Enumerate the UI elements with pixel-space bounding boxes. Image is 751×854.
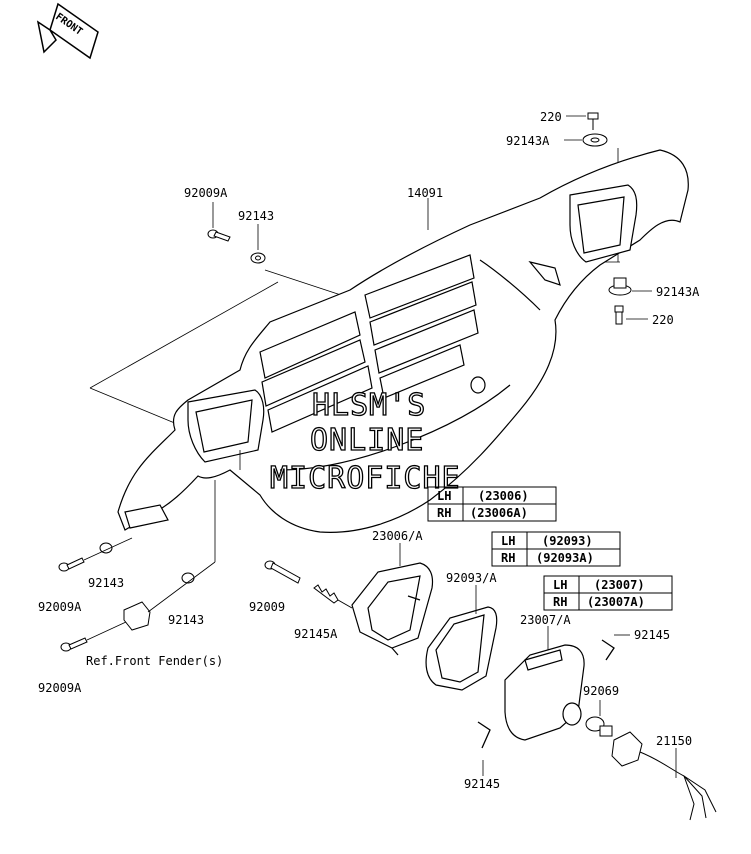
table1-row2-part: (23006A) [470, 506, 528, 520]
callout-21150: 21150 [656, 734, 692, 748]
callout-14091: 14091 [407, 186, 443, 200]
table3-row1-side: LH [553, 578, 567, 592]
lhrh-table-3 [543, 575, 673, 611]
callout-23007A: 23007/A [520, 613, 571, 627]
cowling-14091 [117, 149, 689, 533]
callout-92009: 92009 [249, 600, 285, 614]
watermark-line-2: ONLINE [310, 423, 424, 458]
table3-row2-side: RH [553, 595, 567, 609]
callout-220-top: 220 [540, 110, 562, 124]
lamp-unit-23007A [504, 644, 585, 741]
callout-23006A: 23006/A [372, 529, 423, 543]
socket-21150 [611, 731, 717, 821]
table1-row1-side: LH [437, 489, 451, 503]
callout-92143A-top: 92143A [506, 134, 550, 148]
bulb-92069 [585, 716, 613, 737]
table2-row1-side: LH [501, 534, 515, 548]
left-leader-lines [83, 450, 241, 641]
bolt-220-top [587, 112, 599, 130]
washer-92143-top [250, 252, 266, 264]
washer-92143A-right [608, 277, 632, 296]
callout-92093A: 92093/A [446, 571, 497, 585]
callout-92145A: 92145A [294, 627, 338, 641]
table3-row1-part: (23007) [594, 578, 645, 592]
callout-ref-front-fender: Ref.Front Fender(s) [86, 654, 223, 668]
screw-92009A-low [60, 637, 88, 652]
watermark-line-3: MICROFICHE [270, 461, 461, 496]
table3-row2-part: (23007A) [587, 595, 645, 609]
callout-92009A-mid: 92009A [38, 600, 82, 614]
clip-92145-bottom [477, 721, 491, 749]
callout-leaders [212, 115, 677, 778]
callout-92143-top: 92143 [238, 209, 274, 223]
table2-row2-part: (92093A) [536, 551, 594, 565]
clip-92145-right [601, 639, 615, 661]
lhrh-table-2 [491, 531, 621, 567]
table2-row2-side: RH [501, 551, 515, 565]
callout-92069: 92069 [583, 684, 619, 698]
screw-92009 [264, 560, 301, 584]
callout-labels: 220 92143A 14091 92009A 92143 92143A 220… [38, 110, 700, 791]
screw-92009A-mid [58, 557, 85, 572]
table2-row1-part: (92093) [542, 534, 593, 548]
bolt-220-right [614, 305, 624, 325]
lens-92093A [425, 606, 498, 691]
callout-92145-bottom: 92145 [464, 777, 500, 791]
rim-23006A [351, 562, 434, 656]
washer-92143A-top [582, 133, 608, 147]
callout-92009A-top: 92009A [184, 186, 228, 200]
spring-92145A [313, 584, 353, 609]
bracket-fender [123, 601, 151, 631]
screw-92009A-top [207, 229, 231, 242]
front-arrow-badge: FRONT [36, 2, 99, 60]
callout-92143-mid: 92143 [88, 576, 124, 590]
table1-row2-side: RH [437, 506, 451, 520]
lhrh-table-1 [427, 486, 557, 522]
callout-220-right: 220 [652, 313, 674, 327]
callout-92143-low: 92143 [168, 613, 204, 627]
callout-92009A-low: 92009A [38, 681, 82, 695]
watermark-line-1: HLSM'S [312, 388, 426, 423]
callout-92145-right: 92145 [634, 628, 670, 642]
table1-row1-part: (23006) [478, 489, 529, 503]
washer-92143-mid [99, 542, 113, 554]
washer-92143-low [181, 572, 195, 584]
callout-92143A-right: 92143A [656, 285, 700, 299]
